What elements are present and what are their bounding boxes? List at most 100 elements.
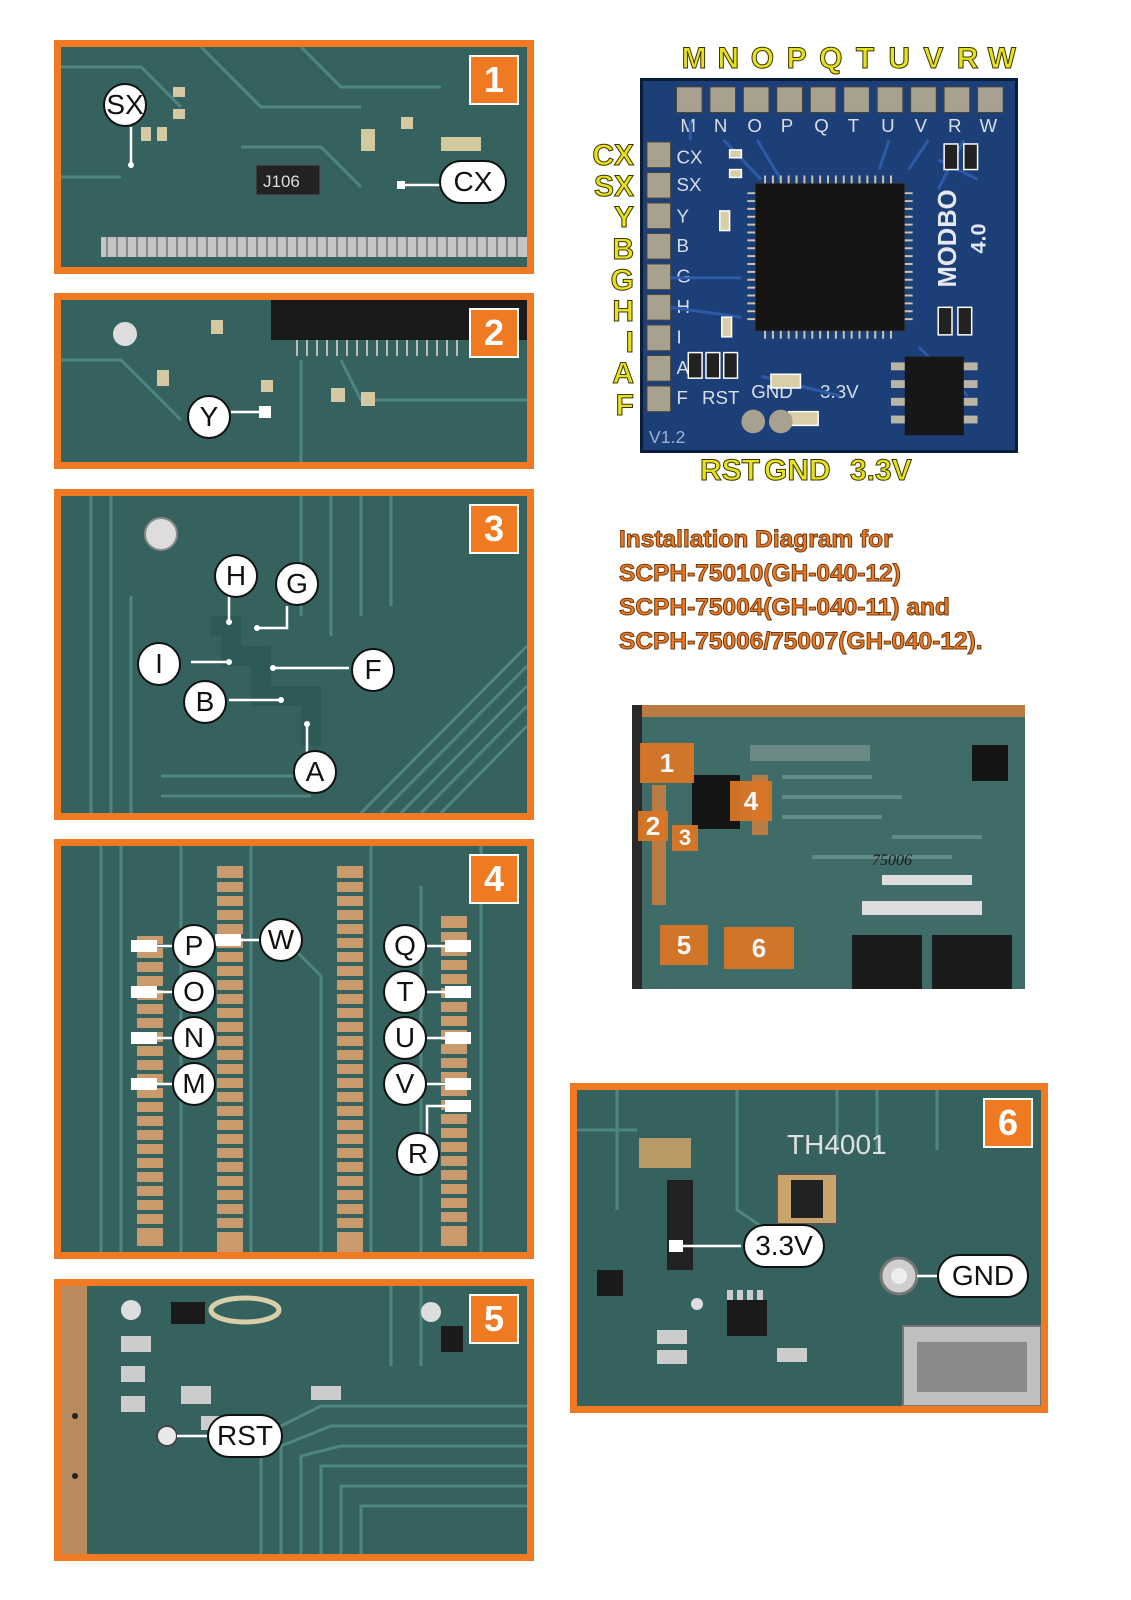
overview-zone-1: 1 <box>640 743 694 783</box>
pin-label-sx: SX <box>593 170 634 204</box>
panel-1-pcb: J106 <box>61 47 527 257</box>
pin-label-p: P <box>786 42 807 76</box>
pin-label-u: U <box>888 42 911 76</box>
label-i: I <box>137 642 181 686</box>
svg-text:A: A <box>676 357 689 378</box>
svg-text:T: T <box>848 115 859 136</box>
panel-4: 4 P O N M W Q T U V R <box>54 839 534 1259</box>
label-o: O <box>172 970 216 1014</box>
board-overview: 75006 1 2 3 4 5 6 <box>632 705 1025 989</box>
pin-label-o: O <box>750 42 775 76</box>
label-r: R <box>396 1132 440 1176</box>
label-t: T <box>383 970 427 1014</box>
modchip-bottom-pin-labels: RST GND 3.3V <box>700 454 940 488</box>
pin-label-y: Y <box>613 201 634 235</box>
label-m: M <box>172 1062 216 1106</box>
panel-1: J106 1 SX CX <box>54 40 534 274</box>
part-th4001-label: TH4001 <box>787 1129 887 1160</box>
title-line-4: SCPH-75006/75007(GH-040-12). <box>619 628 984 656</box>
svg-text:W: W <box>980 115 998 136</box>
panel-3: 3 H G I F B A <box>54 489 534 820</box>
label-f: F <box>351 648 395 692</box>
title-line-1: Installation Diagram for <box>619 526 894 554</box>
panel-2-number: 2 <box>469 308 519 358</box>
svg-text:N: N <box>714 115 728 136</box>
svg-text:RST: RST <box>702 387 739 408</box>
panel-2-pcb <box>61 300 527 462</box>
pin-label-h: H <box>612 294 635 328</box>
board-revision-text: V1.2 <box>649 427 685 447</box>
label-cx: CX <box>439 160 507 204</box>
svg-text:SX: SX <box>676 174 701 195</box>
panel-4-pcb <box>99 846 483 1252</box>
svg-text:Q: Q <box>814 115 829 136</box>
svg-text:P: P <box>781 115 793 136</box>
pin-label-rst: RST <box>700 454 761 488</box>
pin-label-gnd: GND <box>764 454 832 488</box>
panel-5: 5 RST <box>54 1279 534 1561</box>
svg-text:I: I <box>676 327 681 348</box>
svg-text:F: F <box>676 387 687 408</box>
svg-text:B: B <box>676 235 688 256</box>
panel-2: 2 Y <box>54 293 534 469</box>
label-u: U <box>383 1016 427 1060</box>
modchip-left-pin-labels: CX SX Y B G H I A F <box>590 139 635 422</box>
label-a: A <box>293 750 337 794</box>
label-q: Q <box>383 924 427 968</box>
label-b: B <box>183 680 227 724</box>
svg-text:V: V <box>915 115 928 136</box>
pin-label-b: B <box>612 232 635 266</box>
modchip-top-pin-labels: M N O P Q T U V R W <box>677 42 1019 76</box>
svg-text:H: H <box>676 296 690 317</box>
svg-text:G: G <box>676 266 691 287</box>
label-n: N <box>172 1016 216 1060</box>
svg-text:O: O <box>747 115 762 136</box>
pin-label-v: V <box>923 42 944 76</box>
pin-label-a: A <box>612 357 635 391</box>
pin-label-f: F <box>615 388 634 422</box>
pin-label-cx: CX <box>592 139 635 172</box>
title-line-2: SCPH-75010(GH-040-12) <box>619 560 902 588</box>
overview-zone-2: 2 <box>638 811 668 841</box>
svg-text:Y: Y <box>676 206 689 227</box>
board-brand-text: MODBO <box>934 189 962 287</box>
board-version-text: 4.0 <box>965 223 990 253</box>
panel-3-pcb <box>89 496 527 813</box>
panel-3-number: 3 <box>469 504 519 554</box>
label-g: G <box>275 562 319 606</box>
label-gnd: GND <box>937 1254 1029 1298</box>
overview-zone-6: 6 <box>724 927 794 969</box>
pin-label-q: Q <box>819 42 843 76</box>
pin-label-r: R <box>956 42 979 76</box>
svg-text:75006: 75006 <box>872 852 912 869</box>
overview-zone-4: 4 <box>730 781 772 821</box>
label-3v3: 3.3V <box>743 1224 825 1268</box>
panel-4-number: 4 <box>469 854 519 904</box>
pin-label-g: G <box>610 263 634 297</box>
pin-label-n: N <box>717 42 740 76</box>
label-rst: RST <box>207 1414 283 1458</box>
svg-text:R: R <box>948 115 962 136</box>
title-line-3: SCPH-75004(GH-040-11) and <box>619 594 951 622</box>
label-v: V <box>383 1062 427 1106</box>
panel-5-pcb <box>61 1286 527 1554</box>
overview-zone-5: 5 <box>660 925 708 965</box>
svg-text:M: M <box>680 115 696 136</box>
panel-6: TH4001 6 3.3V GND <box>570 1083 1048 1413</box>
svg-text:CX: CX <box>676 147 702 168</box>
label-p: P <box>172 924 216 968</box>
pin-label-w: W <box>987 42 1016 76</box>
label-h: H <box>214 554 258 598</box>
label-y: Y <box>187 395 231 439</box>
pin-label-i: I <box>625 326 634 360</box>
panel-1-number: 1 <box>469 55 519 105</box>
part-j106-label: J106 <box>263 172 300 191</box>
pin-label-m: M <box>681 42 707 76</box>
label-w: W <box>259 918 303 962</box>
overview-zone-3: 3 <box>672 825 698 851</box>
svg-text:3.3V: 3.3V <box>820 381 859 402</box>
diagram-title: Installation Diagram for SCPH-75010(GH-0… <box>619 523 984 659</box>
pin-label-3v3: 3.3V <box>850 454 913 488</box>
